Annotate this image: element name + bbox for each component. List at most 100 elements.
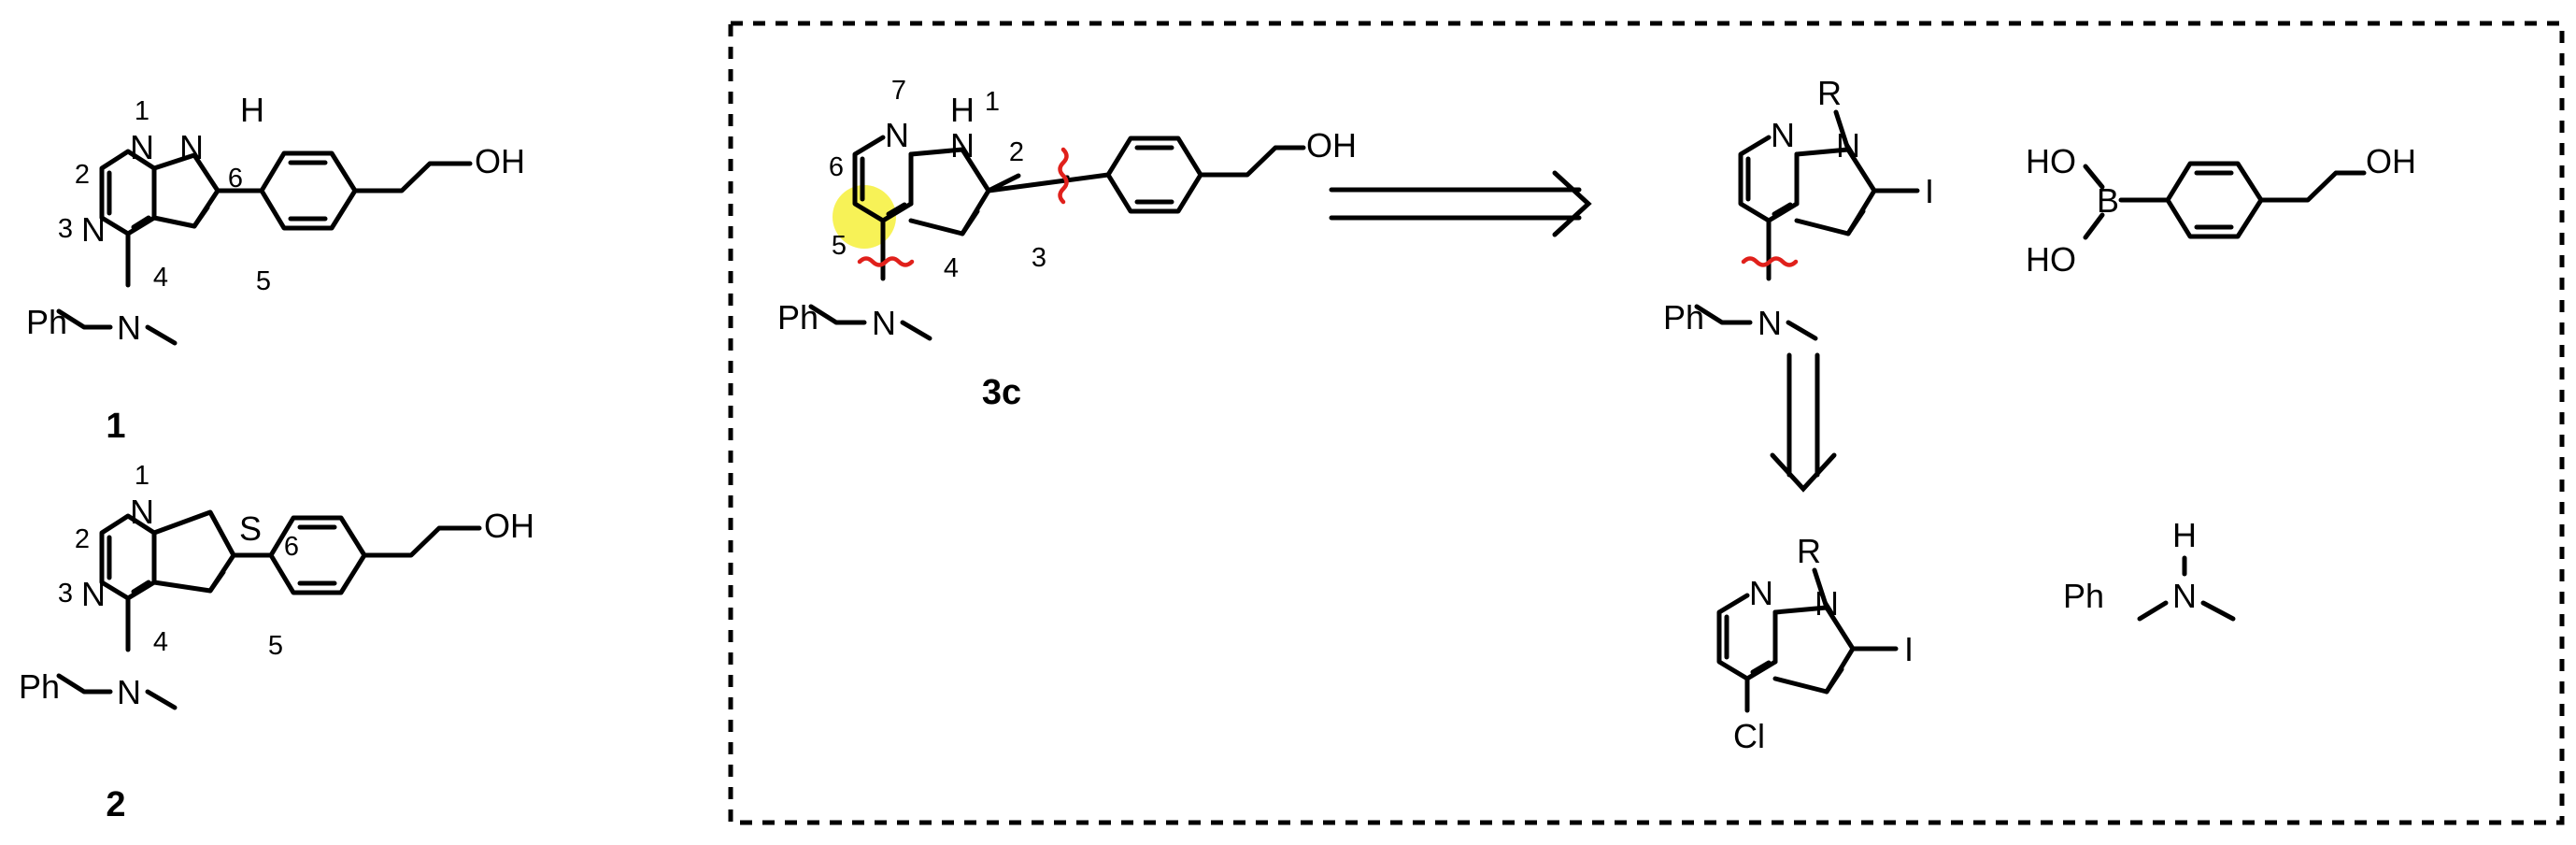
c1-atom-oh: OH xyxy=(475,142,525,180)
bond-line xyxy=(2083,212,2105,240)
c1-pos-6: 6 xyxy=(228,164,243,193)
c2-atom-N1: N xyxy=(130,493,154,531)
c2-atom-N3: N xyxy=(81,575,106,613)
c3c-pos-7: 7 xyxy=(891,76,906,106)
c2-pos-5: 5 xyxy=(268,631,283,661)
c3c-atom-ph: Ph xyxy=(777,298,818,337)
bond-line xyxy=(986,172,1111,193)
boronic-atom-oh: OH xyxy=(2366,142,2416,180)
compound-2: N N S N Ph OH 1 2 3 4 5 6 2 xyxy=(19,461,534,824)
c2-pos-2: 2 xyxy=(75,524,90,554)
compound-2-labels: N N S N Ph OH 1 2 3 4 5 6 xyxy=(19,461,534,711)
c3c-atom-amine-N: N xyxy=(872,304,896,342)
compound-3c-details: N N H N Ph OH 7 1 2 6 5 4 3 3c xyxy=(777,76,1357,412)
bond-line xyxy=(2258,170,2367,203)
bond-line xyxy=(2200,600,2236,622)
c2-pos-4: 4 xyxy=(153,627,168,657)
amine-atom-H: H xyxy=(2172,516,2197,554)
arrow-stroke xyxy=(1770,452,1837,493)
c2-pos-6: 6 xyxy=(284,532,299,562)
c1-atom-ph: Ph xyxy=(26,303,67,341)
bond-line xyxy=(56,673,113,695)
int-atom-N7: N xyxy=(1771,116,1795,154)
c3c-pos-5: 5 xyxy=(832,231,847,261)
bond-line xyxy=(207,569,226,594)
bond-line xyxy=(131,215,151,230)
compound-1: N N N H N Ph OH 1 2 3 4 5 6 1 xyxy=(26,91,525,446)
c2-pos-3: 3 xyxy=(58,579,73,609)
chloro-atom-N1: N xyxy=(1815,584,1839,623)
retrosynthesis-frame xyxy=(728,21,2565,825)
int-atom-N1: N xyxy=(1836,126,1860,165)
c3c-pos-3: 3 xyxy=(1032,243,1046,273)
bond-line xyxy=(145,324,178,346)
bond-line xyxy=(145,689,178,710)
c3c-pos-6: 6 xyxy=(829,152,844,182)
disconnection-mark-c4 xyxy=(857,256,915,267)
arrow-stroke xyxy=(1552,170,1592,237)
bond-line xyxy=(2137,600,2169,622)
bond-line xyxy=(1772,202,1793,217)
bond-line xyxy=(1786,320,1818,341)
int-atom-ph: Ph xyxy=(1663,298,1704,337)
c1-pos-5: 5 xyxy=(256,266,271,296)
bond-line xyxy=(808,304,867,325)
c2-atom-ph: Ph xyxy=(19,667,60,706)
boronic-atom-B: B xyxy=(2097,181,2119,220)
c2-atom-S: S xyxy=(239,509,262,548)
retro-arrow-down xyxy=(1770,352,1837,493)
c1-atom-N3: N xyxy=(81,210,106,249)
c1-atom-NH-N: N xyxy=(179,128,204,166)
c3c-atom-oh: OH xyxy=(1306,126,1357,165)
c5-highlight-marker xyxy=(833,185,896,249)
c1-pos-1: 1 xyxy=(135,96,149,126)
amine-atom-ph: Ph xyxy=(2063,577,2104,615)
c1-pos-2: 2 xyxy=(75,160,90,190)
chloro-atom-N7: N xyxy=(1749,574,1773,612)
c1-atom-amine-N: N xyxy=(117,308,141,347)
compound-1-id: 1 xyxy=(106,407,125,446)
bond-line xyxy=(1198,145,1306,178)
compound-3c-id: 3c xyxy=(982,373,1021,412)
bond-line xyxy=(900,320,932,341)
c1-atom-N1: N xyxy=(130,128,154,166)
chloro-atom-R: R xyxy=(1797,532,1821,570)
boronic-atom-ho-top: HO xyxy=(2026,142,2076,180)
c3c-atom-N7: N xyxy=(885,116,909,154)
c3c-pos-4: 4 xyxy=(944,253,959,283)
bond-line xyxy=(1750,660,1772,675)
compound-2-id: 2 xyxy=(106,785,125,824)
compound-1-bonds xyxy=(56,149,473,346)
int-atom-amine-N: N xyxy=(1758,304,1782,342)
bond-line xyxy=(192,205,210,229)
chloro-precursor-compound: N N R I Cl xyxy=(1716,532,1914,755)
chloro-atom-I: I xyxy=(1904,630,1914,668)
bond-line xyxy=(131,580,151,594)
intermediate-compound: N N R I N Ph xyxy=(1663,74,1934,342)
bond-line xyxy=(1812,567,1829,610)
bond-line xyxy=(2083,164,2105,190)
compound-3c-aryl xyxy=(1105,136,1306,214)
compound-2-bonds xyxy=(56,509,482,710)
intermediate-disconnection-mark xyxy=(1741,256,1799,267)
int-atom-I: I xyxy=(1925,172,1934,210)
disconnection-mark-c2 xyxy=(1058,147,1069,205)
c1-atom-NH-H: H xyxy=(240,91,264,129)
bond-line xyxy=(960,208,980,236)
compound-1-labels: N N N H N Ph OH 1 2 3 4 5 6 xyxy=(26,91,525,347)
bond-line xyxy=(352,161,473,193)
bond-line xyxy=(1824,666,1844,695)
int-atom-R: R xyxy=(1817,74,1842,112)
bond-line xyxy=(1845,208,1866,236)
chloro-atom-Cl: Cl xyxy=(1733,717,1765,755)
c1-pos-3: 3 xyxy=(58,214,73,244)
c2-pos-1: 1 xyxy=(135,461,149,491)
c2-atom-amine-N: N xyxy=(117,673,141,711)
bond-line xyxy=(886,202,907,217)
bond-line xyxy=(1833,109,1851,152)
bond-line xyxy=(362,525,482,558)
bond-line xyxy=(151,509,236,594)
c2-atom-oh: OH xyxy=(484,507,534,545)
